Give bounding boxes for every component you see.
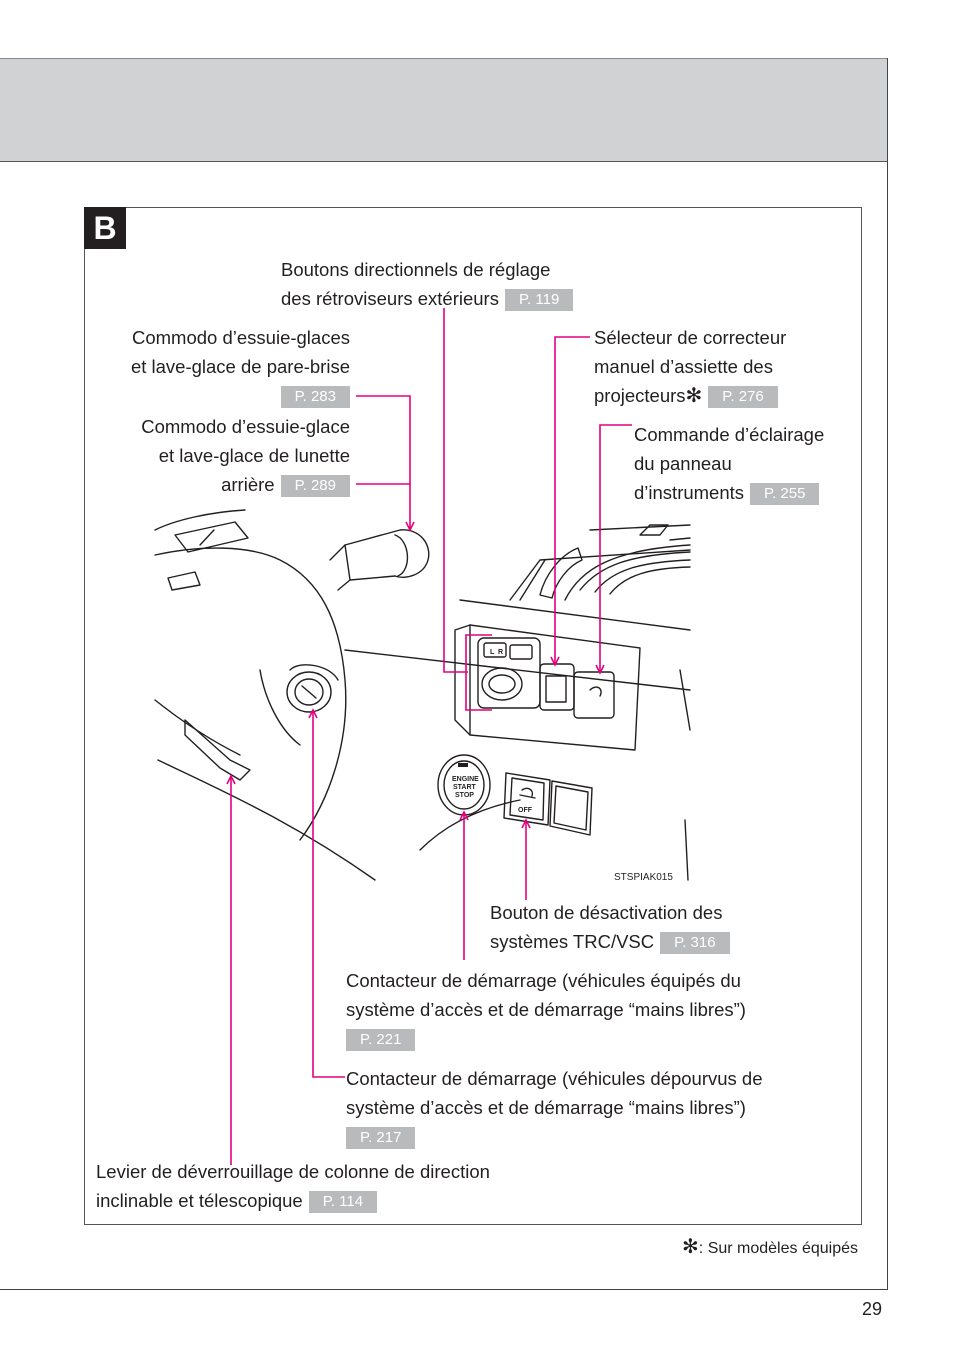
label-panel-light-line3: d’instruments <box>634 482 745 503</box>
leader-wiper-front <box>356 395 411 530</box>
ref-ignition-smart[interactable]: P. 221 <box>346 1029 416 1051</box>
leader-panel-light <box>599 424 632 673</box>
label-mirror-line1: Boutons directionnels de réglage <box>281 259 551 280</box>
label-mirror-line2: des rétroviseurs extérieurs <box>281 288 499 309</box>
leader-ignition-key <box>312 710 345 1078</box>
page-number: 29 <box>862 1299 883 1319</box>
label-wiper-rear-line3: arrière <box>221 474 275 495</box>
engine-button-drawing: ENGINE START STOP <box>437 754 491 816</box>
ref-ignition-key[interactable]: P. 217 <box>346 1127 416 1149</box>
dashboard-drawing <box>344 524 691 881</box>
ref-trc[interactable]: P. 316 <box>660 932 730 954</box>
label-wiper-rear-line2: et lave-glace de lunette <box>158 445 350 466</box>
footnote: ✻: Sur modèles équipés <box>600 1234 858 1259</box>
mirror-L: L <box>490 649 495 656</box>
label-trc-line1: Bouton de désactivation des <box>490 902 723 923</box>
key-cylinder-drawing <box>286 664 339 713</box>
label-wiper-rear-line1: Commodo d’essuie-glace <box>141 416 350 437</box>
label-tilt-line2: inclinable et télescopique <box>96 1190 303 1211</box>
label-headlight-line1: Sélecteur de correcteur <box>594 327 787 348</box>
mirror-R: R <box>498 649 503 656</box>
label-wiper-rear: Commodo d’essuie-glace et lave-glace de … <box>90 412 350 499</box>
label-panel-light-line2: du panneau <box>634 453 732 474</box>
label-tilt: Levier de déverrouillage de colonne de d… <box>96 1157 490 1215</box>
label-tilt-line1: Levier de déverrouillage de colonne de d… <box>96 1161 490 1182</box>
ref-headlight[interactable]: P. 276 <box>708 386 778 408</box>
label-trc-line2: systèmes TRC/VSC <box>490 931 655 952</box>
illustration-code: STSPIAK015 <box>614 872 673 883</box>
figure-panel <box>84 207 862 1225</box>
trc-off-text: OFF <box>518 807 533 814</box>
engine-label-3: STOP <box>455 792 474 799</box>
ref-wiper-front[interactable]: P. 283 <box>280 386 350 408</box>
leader-headlight <box>554 336 590 665</box>
label-ignition-key: Contacteur de démarrage (véhicules dépou… <box>346 1064 763 1151</box>
label-ignition-key-line1: Contacteur de démarrage (véhicules dépou… <box>346 1068 763 1089</box>
section-badge: B <box>84 207 126 249</box>
ref-mirror[interactable]: P. 119 <box>504 289 574 311</box>
label-ignition-key-line2: système d’accès et de démarrage “mains l… <box>346 1097 746 1118</box>
label-wiper-front-line2: et lave-glace de pare-brise <box>130 356 350 377</box>
label-mirror: Boutons directionnels de réglage des rét… <box>281 255 574 313</box>
label-trc: Bouton de désactivation des systèmes TRC… <box>490 898 730 956</box>
leader-mirror <box>443 308 468 673</box>
label-wiper-front: Commodo d’essuie-glaces et lave-glace de… <box>90 323 350 410</box>
footnote-text: : Sur modèles équipés <box>698 1240 858 1257</box>
label-ignition-smart: Contacteur de démarrage (véhicules équip… <box>346 966 746 1053</box>
footnote-star-icon: ✻ <box>682 1236 699 1258</box>
label-ignition-smart-line2: système d’accès et de démarrage “mains l… <box>346 999 746 1020</box>
label-wiper-front-line1: Commodo d’essuie-glaces <box>132 327 350 348</box>
page-frame <box>0 58 888 1290</box>
steering-wheel-drawing <box>154 509 376 881</box>
label-ignition-smart-line1: Contacteur de démarrage (véhicules équip… <box>346 970 741 991</box>
leader-lines <box>226 308 632 1165</box>
switch-panel-drawing: L R <box>454 624 641 751</box>
label-panel-light: Commande d’éclairage du panneau d’instru… <box>634 420 824 507</box>
star-icon: ✻ <box>685 385 703 407</box>
trc-switch-drawing: OFF <box>503 772 593 836</box>
header-band <box>0 58 888 162</box>
label-headlight: Sélecteur de correcteur manuel d’assiett… <box>594 323 786 411</box>
ref-wiper-rear[interactable]: P. 289 <box>280 475 350 497</box>
leader-switch-bracket <box>465 634 492 711</box>
label-panel-light-line1: Commande d’éclairage <box>634 424 825 445</box>
label-headlight-line3: projecteurs <box>594 385 686 406</box>
ref-panel-light[interactable]: P. 255 <box>750 483 820 505</box>
engine-label-2: START <box>453 784 477 791</box>
engine-label-1: ENGINE <box>452 776 479 783</box>
label-headlight-line2: manuel d’assiette des <box>594 356 773 377</box>
ref-tilt[interactable]: P. 114 <box>308 1191 378 1213</box>
wiper-stalk-drawing <box>329 529 430 591</box>
